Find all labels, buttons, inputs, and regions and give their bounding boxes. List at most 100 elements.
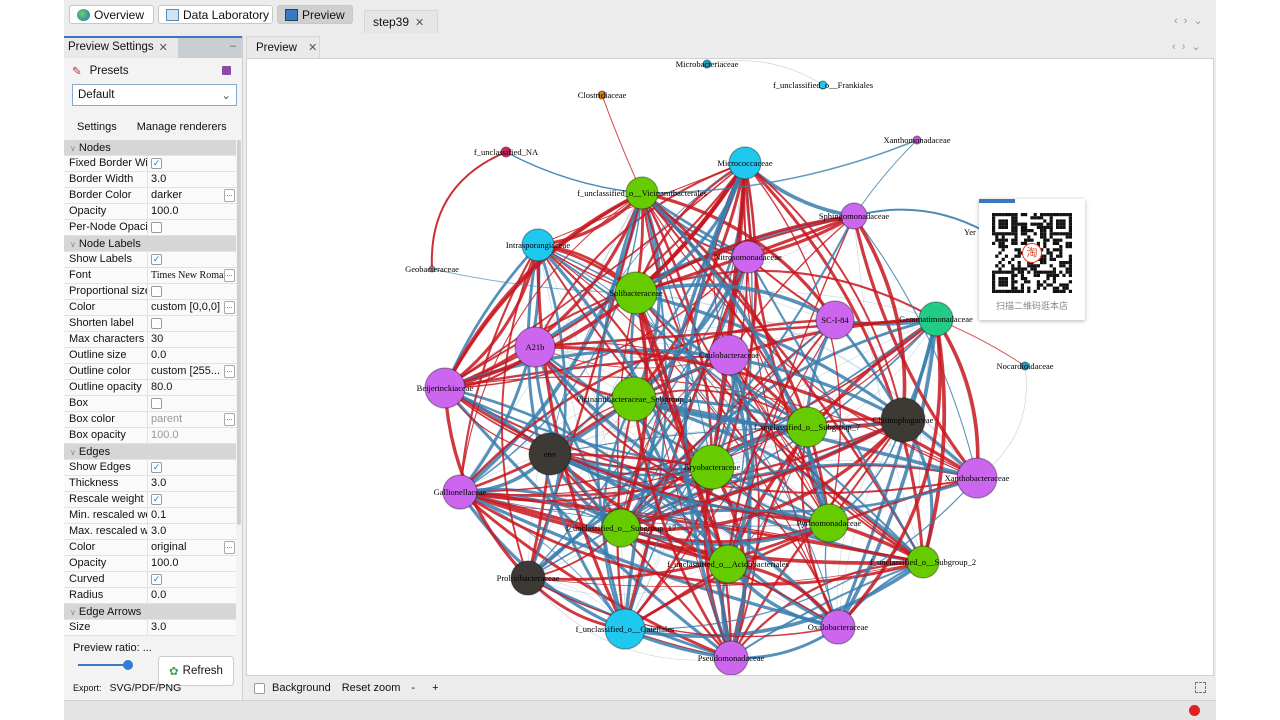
- more-button[interactable]: ...: [224, 365, 235, 378]
- minimize-icon[interactable]: –: [229, 40, 236, 52]
- property-value[interactable]: original...: [148, 540, 236, 555]
- node[interactable]: [1020, 361, 1030, 371]
- property-checkbox[interactable]: [151, 318, 162, 329]
- node[interactable]: [424, 367, 466, 409]
- preview-ratio-slider-knob[interactable]: [123, 660, 133, 670]
- close-icon[interactable]: ✕: [308, 42, 318, 54]
- node[interactable]: [528, 432, 572, 476]
- node[interactable]: [611, 376, 657, 422]
- node[interactable]: [601, 508, 641, 548]
- section-nodes[interactable]: ∨ Nodes: [64, 140, 236, 156]
- property-value[interactable]: 3.0: [148, 476, 236, 491]
- node[interactable]: [689, 444, 735, 490]
- node[interactable]: [500, 146, 512, 158]
- property-value[interactable]: 0.0: [148, 348, 236, 363]
- property-checkbox[interactable]: [151, 222, 162, 233]
- node[interactable]: [786, 406, 828, 448]
- node[interactable]: [604, 608, 646, 650]
- data-laboratory-button[interactable]: Data Laboratory: [158, 5, 273, 24]
- save-preset-icon[interactable]: [222, 66, 231, 75]
- node[interactable]: [428, 265, 436, 273]
- node[interactable]: [818, 80, 828, 90]
- document-tab-step39[interactable]: step39 ✕: [364, 10, 438, 33]
- section-node-labels[interactable]: ∨ Node Labels: [64, 236, 236, 252]
- preview-settings-tab[interactable]: Preview Settings✕: [64, 38, 178, 58]
- node[interactable]: [815, 300, 855, 340]
- property-value[interactable]: 3.0: [148, 172, 236, 187]
- node[interactable]: [880, 397, 926, 443]
- section-edges[interactable]: ∨ Edges: [64, 444, 236, 460]
- section-edge-arrows[interactable]: ∨ Edge Arrows: [64, 604, 236, 620]
- property-value[interactable]: custom [0,0,0]...: [148, 300, 236, 315]
- preview-button[interactable]: Preview: [277, 5, 353, 24]
- property-value[interactable]: parent...: [148, 412, 236, 427]
- node[interactable]: [956, 457, 998, 499]
- node[interactable]: [625, 176, 659, 210]
- node[interactable]: [906, 545, 940, 579]
- node[interactable]: [521, 228, 555, 262]
- property-value[interactable]: 100.0: [148, 556, 236, 571]
- edge: [444, 291, 937, 389]
- node[interactable]: [708, 334, 750, 376]
- more-button[interactable]: ...: [224, 413, 235, 426]
- node[interactable]: [912, 135, 922, 145]
- node[interactable]: [614, 271, 658, 315]
- property-checkbox[interactable]: ✓: [151, 462, 162, 473]
- property-value[interactable]: 3.0: [148, 620, 236, 635]
- qr-code-popup[interactable]: 淘 扫描二维码逛本店: [979, 199, 1085, 320]
- preview-tab[interactable]: Preview ✕: [246, 36, 320, 58]
- zoom-in-button[interactable]: +: [432, 682, 439, 694]
- tab-settings[interactable]: Settings: [77, 121, 117, 133]
- property-value[interactable]: 100.0: [148, 428, 236, 443]
- property-value[interactable]: 80.0: [148, 380, 236, 395]
- node[interactable]: [442, 474, 478, 510]
- preview-ratio-slider[interactable]: [78, 664, 130, 666]
- property-value[interactable]: 0.1: [148, 508, 236, 523]
- property-value[interactable]: 100.0: [148, 204, 236, 219]
- node[interactable]: [708, 544, 748, 584]
- node[interactable]: [840, 202, 868, 230]
- property-value[interactable]: 30: [148, 332, 236, 347]
- node[interactable]: [597, 90, 607, 100]
- more-button[interactable]: ...: [224, 541, 235, 554]
- property-checkbox[interactable]: ✓: [151, 158, 162, 169]
- property-checkbox[interactable]: [151, 286, 162, 297]
- node[interactable]: [510, 560, 546, 596]
- preset-select[interactable]: Default⌄: [72, 84, 237, 106]
- node[interactable]: [731, 240, 765, 274]
- node[interactable]: [809, 503, 849, 543]
- tab-nav-arrows[interactable]: ‹›⌄: [1174, 15, 1209, 27]
- preview-nav-arrows[interactable]: ‹›⌄: [1172, 41, 1207, 53]
- property-checkbox[interactable]: [151, 398, 162, 409]
- property-value[interactable]: Times New Roman...: [148, 268, 236, 283]
- property-scrollbar[interactable]: [237, 140, 241, 525]
- property-checkbox[interactable]: ✓: [151, 494, 162, 505]
- more-button[interactable]: ...: [224, 269, 235, 282]
- property-value[interactable]: 3.0: [148, 524, 236, 539]
- node[interactable]: [820, 609, 856, 645]
- zoom-out-button[interactable]: -: [411, 682, 416, 694]
- property-checkbox[interactable]: ✓: [151, 254, 162, 265]
- node[interactable]: [713, 640, 749, 675]
- refresh-button[interactable]: ✿Refresh: [158, 656, 234, 686]
- node[interactable]: [728, 146, 762, 180]
- export-formats-link[interactable]: SVG/PDF/PNG: [109, 682, 182, 694]
- reset-zoom-button[interactable]: Reset zoom: [341, 682, 401, 694]
- overview-button[interactable]: Overview: [69, 5, 154, 24]
- property-value[interactable]: darker...: [148, 188, 236, 203]
- property-checkbox[interactable]: ✓: [151, 574, 162, 585]
- node[interactable]: [514, 326, 556, 368]
- error-notification-icon[interactable]: [1189, 705, 1200, 716]
- tab-manage-renderers[interactable]: Manage renderers: [136, 121, 227, 133]
- fullscreen-icon[interactable]: [1195, 682, 1206, 693]
- more-button[interactable]: ...: [224, 301, 235, 314]
- close-icon[interactable]: ✕: [415, 16, 425, 29]
- node[interactable]: [702, 59, 712, 69]
- background-checkbox[interactable]: [254, 682, 265, 694]
- property-value[interactable]: 0.0: [148, 588, 236, 603]
- node[interactable]: [918, 301, 954, 337]
- more-button[interactable]: ...: [224, 189, 235, 202]
- close-icon[interactable]: ✕: [158, 42, 168, 54]
- property-value[interactable]: custom [255......: [148, 364, 236, 379]
